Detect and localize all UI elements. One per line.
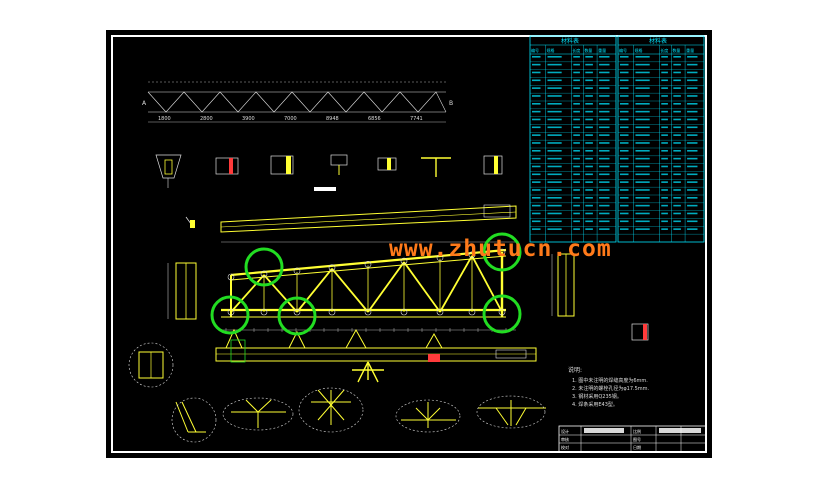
table-right-header-cell: 编号 <box>619 47 627 53</box>
table-left-title: 材料表 <box>561 37 579 45</box>
table-right-title: 材料表 <box>649 37 667 45</box>
table-left-header-cell: 规格 <box>546 47 554 53</box>
bay-number: 6856 <box>368 116 381 122</box>
truss-end-label-a: A <box>142 100 147 107</box>
section-details-row <box>155 154 503 191</box>
notes-block: 说明: 1. 图中未注明的焊缝高度为6mm. 2. 未注明的螺栓孔径为φ17.5… <box>568 366 650 408</box>
bay-number: 2800 <box>200 116 213 122</box>
table-right-header-cell: 规格 <box>634 47 642 53</box>
bay-number: 3900 <box>242 116 255 122</box>
bay-number: 7741 <box>410 116 423 122</box>
highlight-circle <box>482 294 522 334</box>
table-left-header-cell: 长度 <box>572 47 580 53</box>
notes-title: 说明: <box>568 366 582 374</box>
node-details-row <box>128 342 546 443</box>
tb-date: 日期 <box>633 444 641 450</box>
highlight-circle <box>210 295 250 335</box>
table-right-header-cell: 重量 <box>686 47 694 53</box>
table-right-header-cell: 长度 <box>660 47 668 53</box>
sheet-border <box>111 35 707 453</box>
table-left-header-cell: 编号 <box>531 47 539 53</box>
tb-design: 设计 <box>561 428 569 434</box>
title-block: 设计 审核 校对 比例 图号 日期 <box>558 425 707 453</box>
bay-number: 1800 <box>158 116 171 122</box>
table-left-header-cell: 重量 <box>598 47 606 53</box>
note-line-3: 3. 钢材采用Q235钢。 <box>572 393 622 400</box>
highlight-circle <box>482 232 522 272</box>
tb-drawing-no: 图号 <box>633 436 641 442</box>
tb-scale: 比例 <box>633 428 641 434</box>
truss-end-label-b: B <box>449 100 453 107</box>
top-chord-detail <box>185 204 517 233</box>
bay-number: 7000 <box>284 116 297 122</box>
bay-number: 8948 <box>326 116 339 122</box>
material-tables: 材料表编号规格长度数量重量材料表编号规格长度数量重量 <box>529 35 705 243</box>
highlight-circle <box>277 296 317 336</box>
bottom-chord-detail <box>215 328 537 383</box>
table-right-header-cell: 数量 <box>672 47 680 53</box>
side-view-left <box>167 262 197 320</box>
highlight-circle <box>244 247 284 287</box>
note-line-2: 2. 未注明的螺栓孔径为φ17.5mm. <box>572 385 650 392</box>
main-truss-elevation <box>221 241 516 332</box>
note-line-1: 1. 图中未注明的焊缝高度为6mm. <box>572 377 648 384</box>
note-line-4: 4. 焊条采用E43型。 <box>572 401 618 408</box>
table-left-header-cell: 数量 <box>584 47 592 53</box>
tb-check: 校对 <box>561 444 569 450</box>
roof-truss-elevation: 1800 2800 3900 7000 8948 6856 7741 A B <box>142 81 453 123</box>
watermark-text: www.zhutucn.com <box>389 236 612 262</box>
drawing-sheet: 1800 2800 3900 7000 8948 6856 7741 A B 材料表编号 规格… <box>106 30 712 458</box>
side-view-right <box>551 253 649 341</box>
highlight-circles <box>210 232 522 336</box>
tb-review: 审核 <box>561 436 569 442</box>
